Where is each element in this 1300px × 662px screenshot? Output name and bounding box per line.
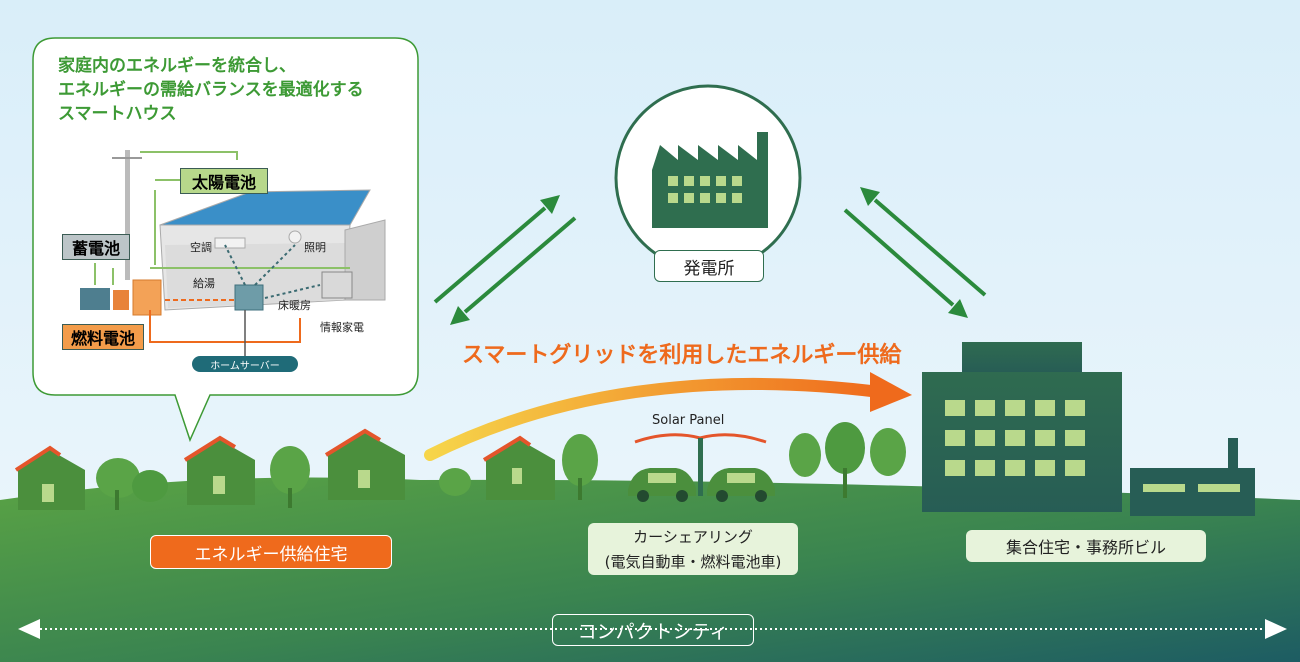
house-3 bbox=[324, 428, 405, 500]
grid-arrows-left bbox=[433, 195, 577, 325]
storage-battery-label: 蓄電池 bbox=[62, 234, 130, 260]
car-sharing-label: カーシェアリング (電気自動車・燃料電池車) bbox=[588, 523, 798, 575]
fuel-cell-label: 燃料電池 bbox=[62, 324, 144, 350]
house-4 bbox=[482, 435, 555, 500]
energy-housing-label: エネルギー供給住宅 bbox=[150, 535, 392, 569]
ev-car-left bbox=[628, 468, 696, 502]
energy-flow-lines bbox=[94, 151, 350, 358]
power-plant bbox=[614, 84, 802, 272]
hot-water-label: 給湯 bbox=[193, 277, 215, 290]
car-sharing-line-1: カーシェアリング bbox=[633, 528, 753, 546]
house-1 bbox=[14, 445, 85, 510]
aircon-label: 空調 bbox=[190, 241, 212, 254]
appliances-label: 情報家電 bbox=[320, 321, 364, 334]
compact-city-arrow bbox=[18, 619, 1287, 639]
tree-cluster-1 bbox=[96, 458, 168, 510]
smart-grid-arc bbox=[424, 377, 886, 461]
office-building bbox=[922, 342, 1122, 512]
tree-cluster-2 bbox=[789, 422, 906, 498]
grid-arrows-right bbox=[843, 187, 987, 318]
solar-panel-label: Solar Panel bbox=[652, 413, 725, 428]
tree-2 bbox=[270, 446, 310, 508]
solar-cell-label: 太陽電池 bbox=[180, 168, 268, 194]
lighting-label: 照明 bbox=[304, 241, 326, 254]
bubble-title-line-3: スマートハウス bbox=[58, 104, 177, 124]
smart-house-illustration bbox=[80, 150, 386, 316]
compact-city-label: コンパクトシティ bbox=[552, 614, 754, 646]
apartment-office-label: 集合住宅・事務所ビル bbox=[966, 530, 1206, 562]
factory-building bbox=[1130, 438, 1255, 516]
home-server-label: ホームサーバー bbox=[192, 356, 298, 372]
car-sharing-line-2: (電気自動車・燃料電池車) bbox=[604, 553, 782, 571]
bubble-title-line-2: エネルギーの需給バランスを最適化する bbox=[58, 80, 364, 100]
tree-3 bbox=[439, 468, 471, 496]
ev-car-right bbox=[707, 468, 775, 502]
floor-heating-label: 床暖房 bbox=[278, 299, 311, 312]
smart-grid-label: スマートグリッドを利用したエネルギー供給 bbox=[462, 343, 902, 368]
tree-4 bbox=[562, 434, 598, 500]
smart-grid-arrowhead bbox=[870, 372, 912, 412]
solar-carport bbox=[628, 433, 775, 502]
house-2 bbox=[183, 435, 255, 505]
bubble-title-line-1: 家庭内のエネルギーを統合し、 bbox=[58, 56, 296, 76]
power-plant-label: 発電所 bbox=[654, 250, 764, 282]
